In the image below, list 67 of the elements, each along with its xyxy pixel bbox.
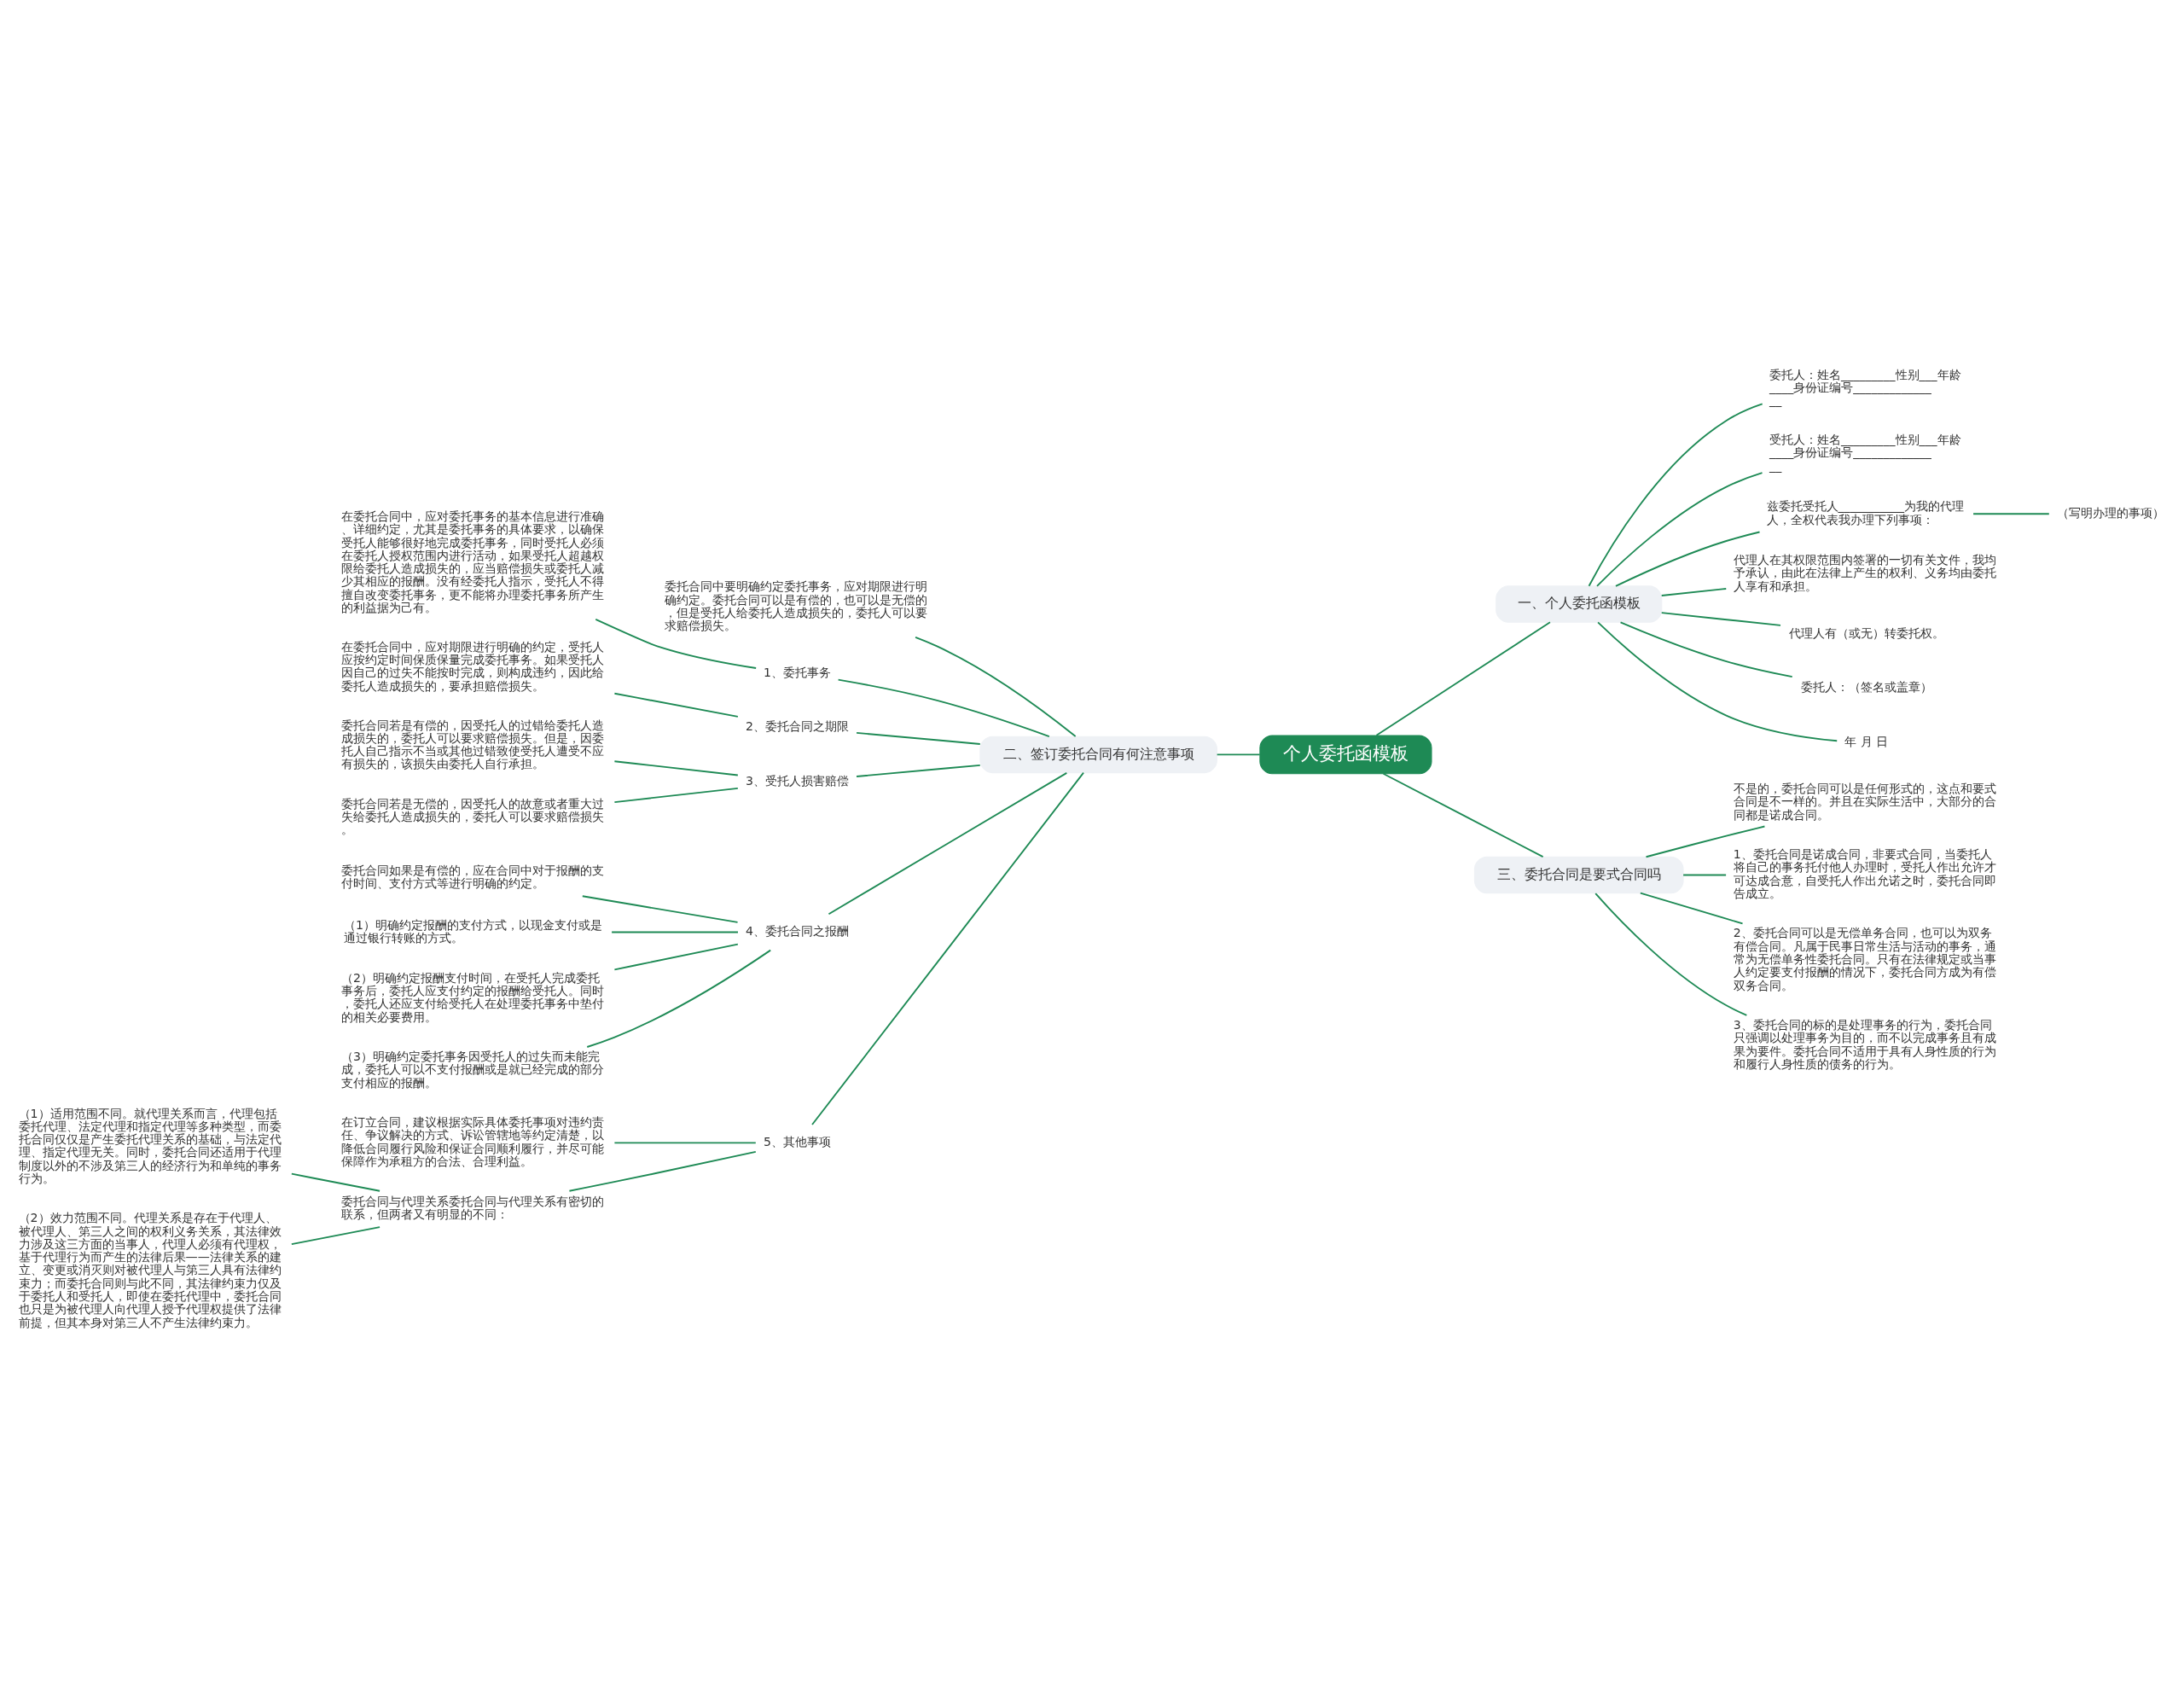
connector xyxy=(828,771,1068,915)
node-text: 委托合同若是无偿的，因受托人的故意或者重大过失给委托人造成损失的，委托人可以要求赔偿损失。 xyxy=(341,796,605,836)
connector xyxy=(1597,621,1838,741)
node-text: （2）效力范围不同。代理关系是存在于代理人、被代理人、第三人之间的权利义务关系，其法律效力涉及这三方面的当事人，代理人必须有代理权，基于代理行为而产生的法律后果——法律关系的建立、变更或消灭则对被代理人与第三人具有法律约束力；而委托合同则与此不同，其法律约束力仅及于委托人和受托人，即使在委托代理中，委托合同也只是为被代理人向代理人授予代理权提供了法律前提，但其本身对第三人不产生法律约束力。 xyxy=(18,1210,282,1329)
node-text: 3、委托合同的标的是处理事务的行为，委托合同只强调以处理事务为目的，而不以完成事务且有成果为要件。委托合同不适用于具有人身性质的行为和履行人身性质的债务的行为。 xyxy=(1733,1017,1996,1071)
connector xyxy=(290,1225,381,1245)
node-text: 不是的，委托合同可以是任何形式的，这点和要式合同是不一样的。并且在实际生活中，大部分的合同都是诺成合同。 xyxy=(1733,781,1996,822)
node-text: 代理人有（或无）转委托权。 xyxy=(1788,625,1944,640)
node-text: 3、受托人损害赔偿 xyxy=(745,773,849,788)
node-text: （3）明确约定委托事务因受托人的过失而未能完成，委托人可以不支付报酬或是就已经完成的部分支付相应的报酬。 xyxy=(341,1049,605,1090)
node-text: （2）明确约定报酬支付时间，在受托人完成委托事务后，委托人应支付约定的报酬给受托人。同时，委托人还应支付给受托人在处理委托事务中垫付的相关必要费用。 xyxy=(341,970,605,1024)
connector xyxy=(1615,531,1761,587)
connector xyxy=(1682,874,1728,875)
connector xyxy=(915,636,1077,737)
connector xyxy=(613,1141,757,1143)
connector xyxy=(613,787,739,803)
connector xyxy=(586,949,772,1048)
node-text: 年 月 日 xyxy=(1844,734,1889,748)
connector xyxy=(1645,825,1766,858)
connector xyxy=(611,931,739,933)
connector xyxy=(1216,753,1261,755)
connector xyxy=(1660,611,1781,626)
connector xyxy=(1382,772,1544,858)
connector xyxy=(1660,587,1728,596)
node-text: 4、委托合同之报酬 xyxy=(745,923,849,938)
node-box: 个人委托函模板 xyxy=(1259,735,1432,774)
connector xyxy=(613,943,739,970)
connector xyxy=(613,759,739,776)
connector xyxy=(1972,512,2050,515)
connector xyxy=(1375,620,1551,736)
node-text: 1、委托事务 xyxy=(763,665,831,679)
node-text: （写明办理的事项） xyxy=(2057,505,2165,520)
connector xyxy=(811,771,1084,1125)
connector xyxy=(595,618,758,669)
connector xyxy=(856,731,981,745)
connector xyxy=(1594,892,1748,1016)
node-text: （1）适用范围不同。就代理关系而言，代理包括委托代理、法定代理和指定代理等多种类型，而委托合同仅仅是产生委托代理关系的基础，与法定代理、指定代理无关。同时，委托合同还适用于代理制度以外的不涉及第三人的经济行为和单纯的事务行为。 xyxy=(18,1105,282,1185)
connector xyxy=(1596,471,1763,587)
node-text: 委托合同如果是有偿的，应在合同中对于报酬的支付时间、支付方式等进行明确的约定。 xyxy=(341,863,605,890)
node-text: 受托人：姓名_________性别___年龄____身份证编号_______________ xyxy=(1769,432,1961,473)
node-text: 委托合同若是有偿的，因受托人的过错给委托人造成损失的，委托人可以要求赔偿损失。但是，因委托人自己指示不当或其他过错致使受托人遭受不应有损失的，该损失由委托人自行承担。 xyxy=(341,718,605,770)
node-text: 在委托合同中，应对委托事务的基本信息进行准确、详细约定，尤其是委托事务的具体要求，以确保受托人能够很好地完成委托事务，同时受托人必须在委托人授权范围内进行活动，如果受托人超越权限给委托人造成损失的，应当赔偿损失或委托人减少其相应的报酬。没有经委托人指示，受托人不得擅自改变委托事务，更不能将办理委托事务所产生的利益据为己有。 xyxy=(341,509,605,614)
connector xyxy=(290,1172,381,1192)
node-text: 2、委托合同可以是无偿单务合同，也可以为双务有偿合同。凡属于民事日常生活与活动的事务，通常为无偿单务性委托合同。只有在法律规定或当事人约定要支付报酬的情况下，委托合同方成为有偿双务合同。 xyxy=(1733,925,1996,992)
node-text: 5、其他事项 xyxy=(763,1134,831,1148)
node-box: 一、个人委托函模板 xyxy=(1496,584,1663,623)
node-text: 委托人：姓名_________性别___年龄____身份证编号_______________ xyxy=(1769,367,1961,407)
connector xyxy=(856,764,981,777)
connector xyxy=(1639,892,1744,924)
connector xyxy=(613,692,739,718)
node-text: 2、委托合同之期限 xyxy=(745,718,849,733)
connector xyxy=(1588,403,1763,587)
node-text: 委托合同中要明确约定委托事务，应对期限进行明确约定。委托合同可以是有偿的，也可以是无偿的，但是受托人给委托人造成损失的，委托人可以要求赔偿损失。 xyxy=(664,579,927,632)
connector xyxy=(568,1150,757,1192)
node-text: 兹委托受托人___________为我的代理人，全权代表我办理下列事项： xyxy=(1766,498,1965,526)
node-text: 在委托合同中，应对期限进行明确的约定，受托人应按约定时间保质保量完成委托事务。如果受托人因自己的过失不能按时完成，则构成违约，因此给委托人造成损失的，要承担赔偿损失。 xyxy=(341,639,605,693)
connector xyxy=(837,678,1050,737)
connector xyxy=(1619,620,1793,677)
node-text: 委托人：（签名或盖章） xyxy=(1800,679,1932,694)
node-box: 三、委托合同是要式合同吗 xyxy=(1473,856,1684,893)
node-text: 1、委托合同是诺成合同，非要式合同，当委托人将自己的事务托付他人办理时，受托人作出允许才可达成合意，自受托人作出允诺之时，委托合同即告成立。 xyxy=(1733,846,1996,900)
node-box: 二、签订委托合同有何注意事项 xyxy=(979,736,1217,773)
connector xyxy=(581,894,739,923)
node-text: （1）明确约定报酬的支付方式，以现金支付或是通过银行转账的方式。 xyxy=(344,916,602,945)
node-text: 委托合同与代理关系委托合同与代理关系有密切的联系，但两者又有明显的不同： xyxy=(341,1194,605,1221)
node-text: 代理人在其权限范围内签署的一切有关文件，我均予承认，由此在法律上产生的权利、义务均由委托人享有和承担。 xyxy=(1733,552,1996,593)
node-text: 在订立合同，建议根据实际具体委托事项对违约责任、争议解决的方式、诉讼管辖地等约定清楚，以降低合同履行风险和保证合同顺利履行，并尽可能保障作为承租方的合法、合理利益。 xyxy=(341,1114,605,1168)
